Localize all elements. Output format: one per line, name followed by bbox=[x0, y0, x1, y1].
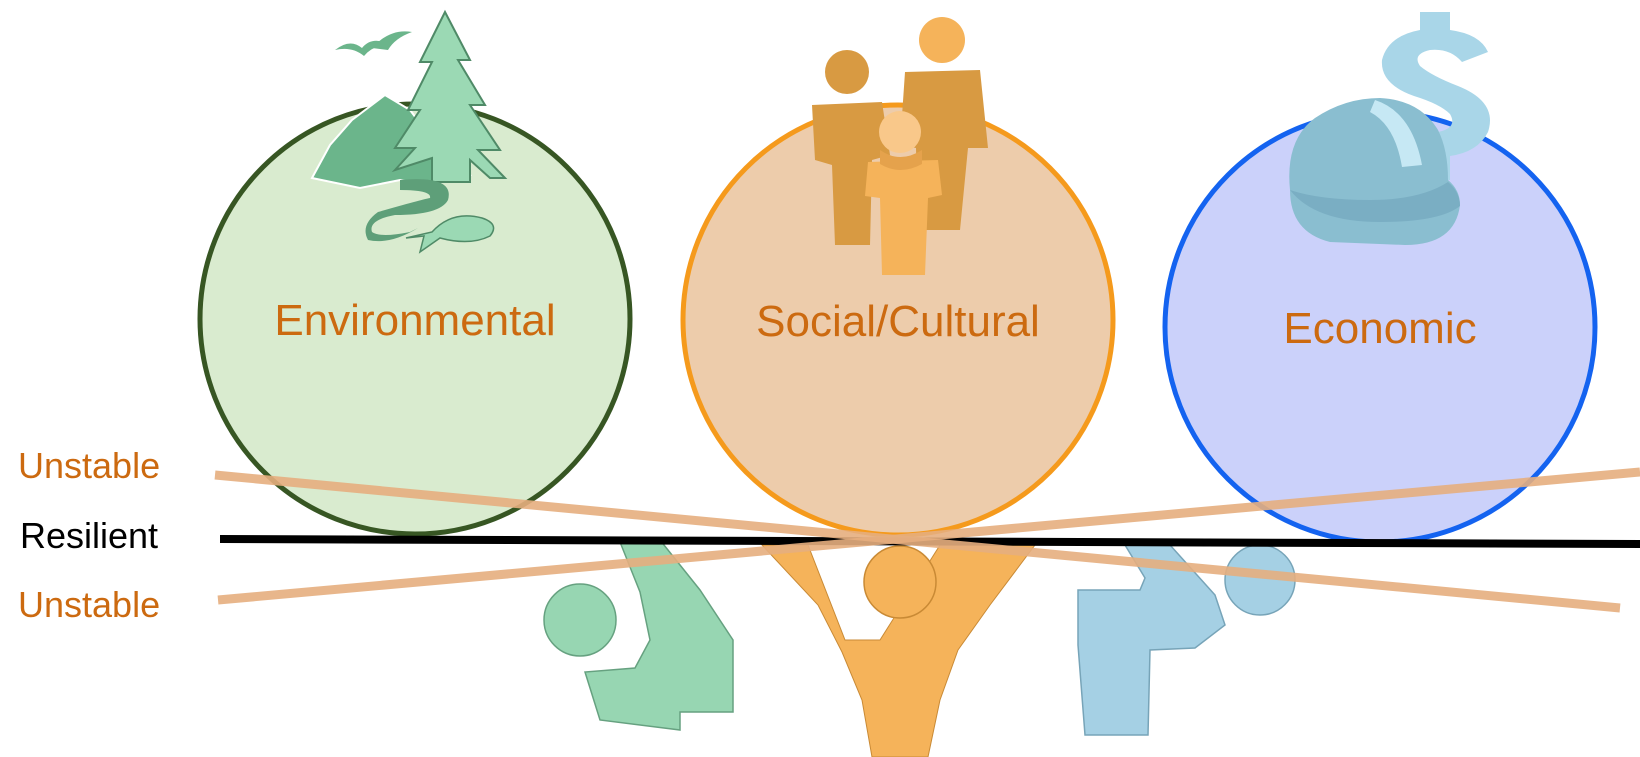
right-pushing-figure-icon bbox=[1077, 544, 1296, 736]
environmental-label: Environmental bbox=[274, 296, 555, 345]
family-people-icon bbox=[812, 17, 988, 275]
unstable-top-label: Unstable bbox=[18, 445, 160, 486]
economic-label: Economic bbox=[1283, 304, 1476, 353]
hard-hat-dollar-icon bbox=[1289, 12, 1490, 245]
unstable-bottom-label: Unstable bbox=[18, 584, 160, 625]
left-pushing-figure-icon bbox=[543, 539, 734, 731]
nature-landscape-icon bbox=[310, 9, 508, 254]
unstable-line-ascending bbox=[217, 467, 1640, 605]
social-cultural-label: Social/Cultural bbox=[756, 297, 1040, 346]
center-lifting-figure-icon bbox=[760, 544, 1036, 757]
resilient-label: Resilient bbox=[20, 515, 158, 556]
